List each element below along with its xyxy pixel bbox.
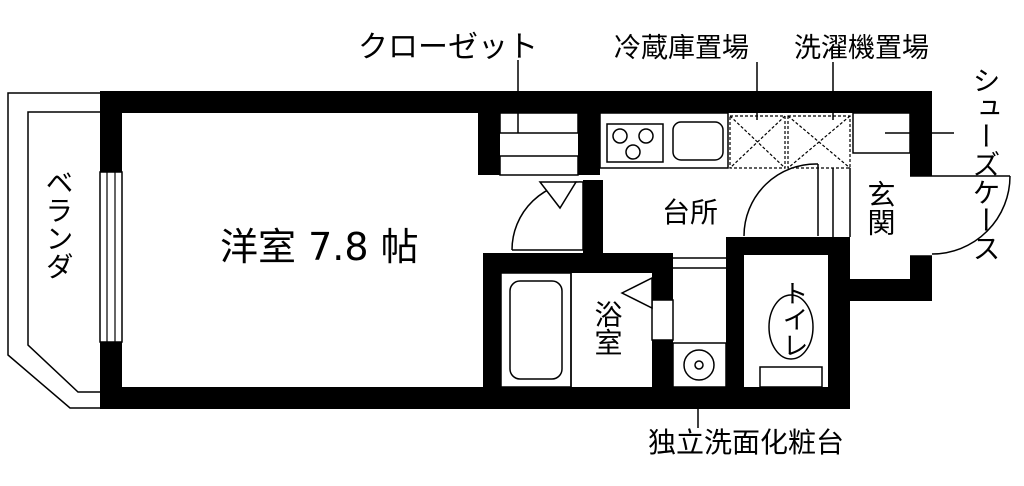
washer-space-callout: 洗濯機置場 xyxy=(794,33,929,64)
washer-space xyxy=(787,115,851,169)
fridge-space-callout: 冷蔵庫置場 xyxy=(614,33,749,64)
vanity-callout: 独立洗面化粧台 xyxy=(648,426,844,459)
balcony xyxy=(7,92,102,409)
western-room-label: 洋室 7.8 帖 xyxy=(220,225,419,269)
partition-lines xyxy=(673,257,726,269)
kitchen-label: 台所 xyxy=(662,196,718,229)
entrance-label: 玄関 xyxy=(864,180,897,236)
bath-label: 浴室 xyxy=(591,300,624,356)
shoe-case xyxy=(852,112,954,154)
entrance-door xyxy=(910,175,1011,257)
callout-leaders xyxy=(517,60,834,428)
bath-door xyxy=(620,276,674,341)
balcony-label: ベランダ xyxy=(42,168,75,280)
kitchen-counter xyxy=(599,112,729,169)
toilet-label: トイレ xyxy=(778,280,808,358)
toilet-fixture xyxy=(759,294,823,388)
shoe-case-callout: シューズケース xyxy=(969,66,1002,262)
fridge-space xyxy=(729,115,786,169)
bedroom-door xyxy=(511,181,584,251)
closet xyxy=(478,112,600,176)
balcony-window xyxy=(99,171,123,343)
vanity-sink xyxy=(672,342,727,388)
entrance-step xyxy=(832,168,851,237)
toilet-walls xyxy=(726,237,850,409)
closet-callout: クローゼット xyxy=(358,30,538,65)
bathtub xyxy=(500,272,572,388)
toilet-door xyxy=(743,163,819,237)
